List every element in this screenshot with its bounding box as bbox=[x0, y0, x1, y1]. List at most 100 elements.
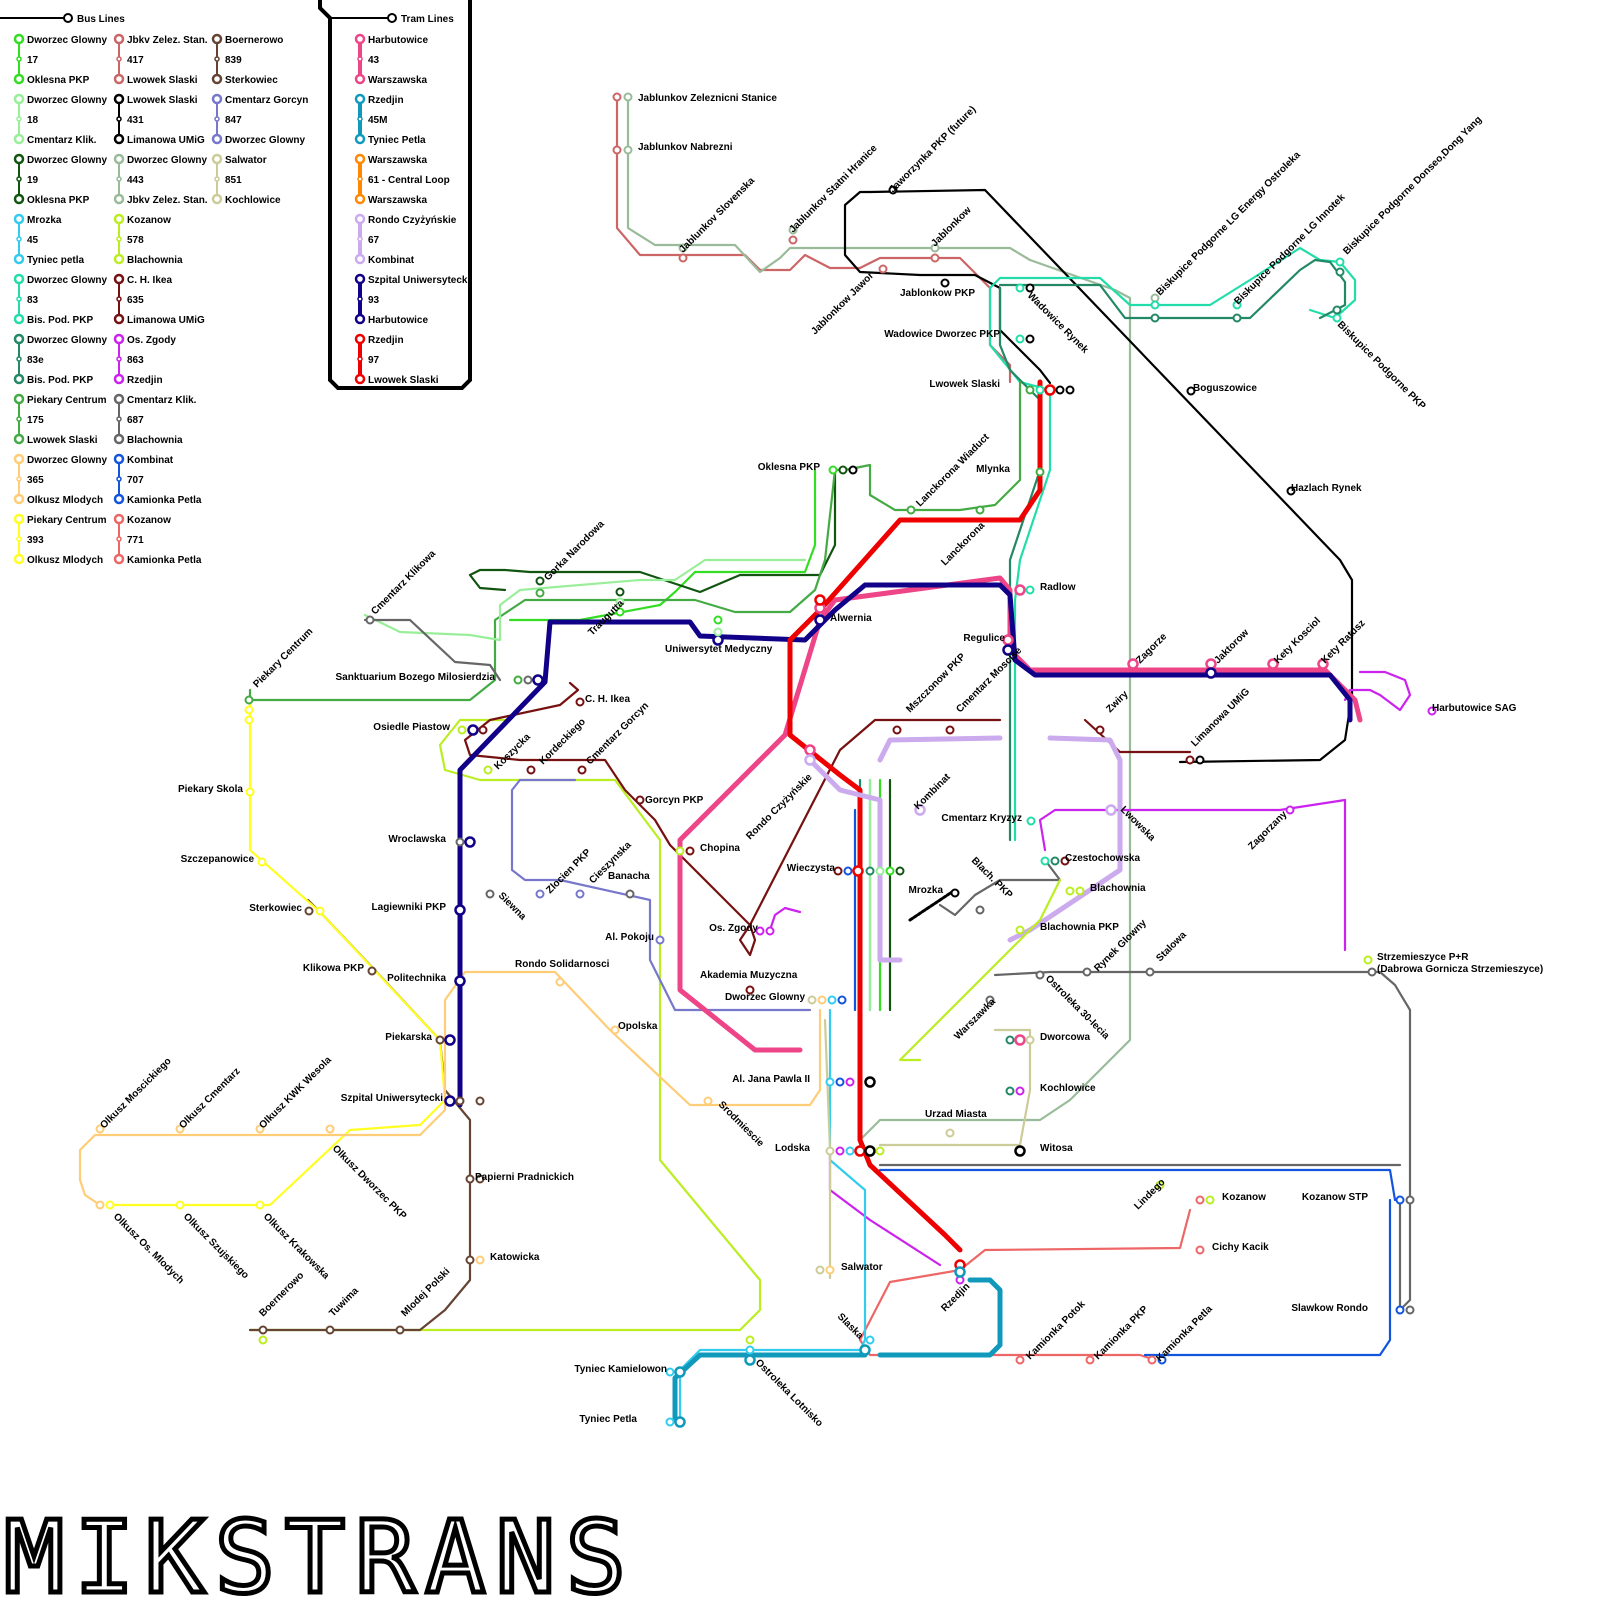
station-label[interactable]: Jablunkov Slovenska bbox=[677, 175, 757, 255]
station-marker[interactable] bbox=[575, 697, 585, 707]
station-marker[interactable] bbox=[865, 1335, 875, 1345]
station-marker[interactable] bbox=[1150, 300, 1160, 310]
station-marker[interactable] bbox=[835, 1077, 845, 1087]
station-marker[interactable] bbox=[815, 1265, 825, 1275]
station-marker[interactable] bbox=[258, 1325, 268, 1335]
station-label[interactable]: Olkusz Cmentarz bbox=[177, 1066, 242, 1131]
station-label[interactable]: Jaworzynka PKP (future) bbox=[887, 104, 978, 195]
station-marker[interactable] bbox=[674, 1416, 686, 1428]
station-label[interactable]: Slawkow Rondo bbox=[1291, 1303, 1368, 1314]
station-marker[interactable] bbox=[1005, 1035, 1015, 1045]
station-marker[interactable] bbox=[485, 889, 495, 899]
station-label[interactable]: Blachownia PKP bbox=[1040, 922, 1119, 933]
station-marker[interactable] bbox=[478, 725, 488, 735]
station-label[interactable]: Zlocien PKP bbox=[544, 847, 593, 896]
station-marker[interactable] bbox=[859, 1344, 871, 1356]
station-label[interactable]: Olkusz KWK Wesola bbox=[257, 1054, 334, 1131]
station-marker[interactable] bbox=[612, 92, 622, 102]
station-label[interactable]: Chopina bbox=[700, 843, 740, 854]
station-marker[interactable] bbox=[765, 926, 775, 936]
station-marker[interactable] bbox=[475, 1174, 485, 1184]
station-marker[interactable] bbox=[1232, 313, 1242, 323]
station-marker[interactable] bbox=[665, 1367, 675, 1377]
station-marker[interactable] bbox=[1014, 1034, 1026, 1046]
station-marker[interactable] bbox=[1405, 1305, 1415, 1315]
station-label[interactable]: Wroclawska bbox=[388, 834, 446, 845]
station-marker[interactable] bbox=[825, 1077, 835, 1087]
station-marker[interactable] bbox=[367, 966, 377, 976]
station-label[interactable]: Cichy Kacik bbox=[1212, 1242, 1269, 1253]
station-label[interactable]: Oklesna PKP bbox=[758, 462, 821, 473]
station-marker[interactable] bbox=[1195, 1245, 1205, 1255]
station-marker[interactable] bbox=[885, 866, 895, 876]
station-marker[interactable] bbox=[454, 904, 466, 916]
station-marker[interactable] bbox=[665, 1417, 675, 1427]
station-marker[interactable] bbox=[315, 906, 325, 916]
station-label[interactable]: Cmentarz Klikowa bbox=[369, 548, 438, 617]
station-marker[interactable] bbox=[395, 1325, 405, 1335]
station-label[interactable]: Dworcowa bbox=[1040, 1032, 1090, 1043]
station-marker[interactable] bbox=[257, 857, 267, 867]
station-label[interactable]: Jablonkow Jawor bbox=[809, 270, 876, 337]
station-marker[interactable] bbox=[1015, 283, 1025, 293]
station-label[interactable]: Strzemieszyce P+R bbox=[1377, 952, 1469, 963]
station-marker[interactable] bbox=[255, 1200, 265, 1210]
station-marker[interactable] bbox=[457, 725, 467, 735]
station-marker[interactable] bbox=[325, 1124, 335, 1134]
station-marker[interactable] bbox=[444, 1095, 456, 1107]
station-marker[interactable] bbox=[532, 674, 544, 686]
station-marker[interactable] bbox=[1285, 805, 1295, 815]
station-label[interactable]: Piekary Centrum bbox=[251, 626, 315, 690]
station-marker[interactable] bbox=[804, 744, 816, 756]
station-label[interactable]: Olkusz Os. Mlodych bbox=[111, 1211, 186, 1286]
station-marker[interactable] bbox=[825, 1265, 835, 1275]
station-label[interactable]: Al. Jana Pawla II bbox=[732, 1074, 810, 1085]
station-marker[interactable] bbox=[1317, 658, 1329, 670]
station-label[interactable]: Tyniec Kamielowon bbox=[574, 1364, 667, 1375]
station-marker[interactable] bbox=[685, 846, 695, 856]
station-marker[interactable] bbox=[655, 935, 665, 945]
station-marker[interactable] bbox=[807, 995, 817, 1005]
station-label[interactable]: Gorcyn PKP bbox=[645, 795, 704, 806]
station-marker[interactable] bbox=[954, 1266, 966, 1278]
station-marker[interactable] bbox=[1147, 1355, 1157, 1365]
station-marker[interactable] bbox=[615, 597, 625, 607]
station-marker[interactable] bbox=[1332, 313, 1342, 323]
station-marker[interactable] bbox=[105, 1200, 115, 1210]
station-marker[interactable] bbox=[745, 1335, 755, 1345]
station-marker[interactable] bbox=[845, 1077, 855, 1087]
station-marker[interactable] bbox=[555, 977, 565, 987]
station-marker[interactable] bbox=[864, 1145, 876, 1157]
station-label[interactable]: C. H. Ikea bbox=[585, 694, 630, 705]
station-marker[interactable] bbox=[1195, 1195, 1205, 1205]
station-label[interactable]: Kety Ratusz bbox=[1319, 618, 1367, 666]
station-label[interactable]: Uniwersytet Medyczny bbox=[665, 644, 773, 655]
station-label[interactable]: Jablunkov Statni Hranice bbox=[787, 143, 880, 236]
station-marker[interactable] bbox=[444, 1034, 456, 1046]
station-label[interactable]: Jablunkov Zeleznicni Stanice bbox=[638, 93, 777, 104]
station-marker[interactable] bbox=[513, 675, 523, 685]
station-label[interactable]: Boguszowice bbox=[1193, 383, 1257, 394]
station-marker[interactable] bbox=[1035, 467, 1045, 477]
station-marker[interactable] bbox=[875, 1146, 885, 1156]
station-marker[interactable] bbox=[635, 795, 645, 805]
station-label[interactable]: Srodmiescie bbox=[716, 1099, 766, 1149]
station-marker[interactable] bbox=[833, 866, 843, 876]
station-marker[interactable] bbox=[755, 926, 765, 936]
station-marker[interactable] bbox=[1044, 384, 1056, 396]
station-marker[interactable] bbox=[892, 725, 902, 735]
station-marker[interactable] bbox=[837, 995, 847, 1005]
station-label[interactable]: Sterkowiec bbox=[249, 903, 302, 914]
station-marker[interactable] bbox=[615, 607, 625, 617]
station-marker[interactable] bbox=[1335, 257, 1345, 267]
station-marker[interactable] bbox=[1014, 584, 1026, 596]
station-label[interactable]: Szczepanowice bbox=[181, 854, 255, 865]
station-label[interactable]: Ostroleka Lotnisko bbox=[753, 1357, 825, 1429]
station-marker[interactable] bbox=[1157, 1355, 1167, 1365]
station-marker[interactable] bbox=[95, 1124, 105, 1134]
station-marker[interactable] bbox=[930, 253, 940, 263]
station-marker[interactable] bbox=[475, 1096, 485, 1106]
station-label[interactable]: Slaska bbox=[835, 1311, 865, 1341]
station-marker[interactable] bbox=[703, 1096, 713, 1106]
station-marker[interactable] bbox=[865, 866, 875, 876]
